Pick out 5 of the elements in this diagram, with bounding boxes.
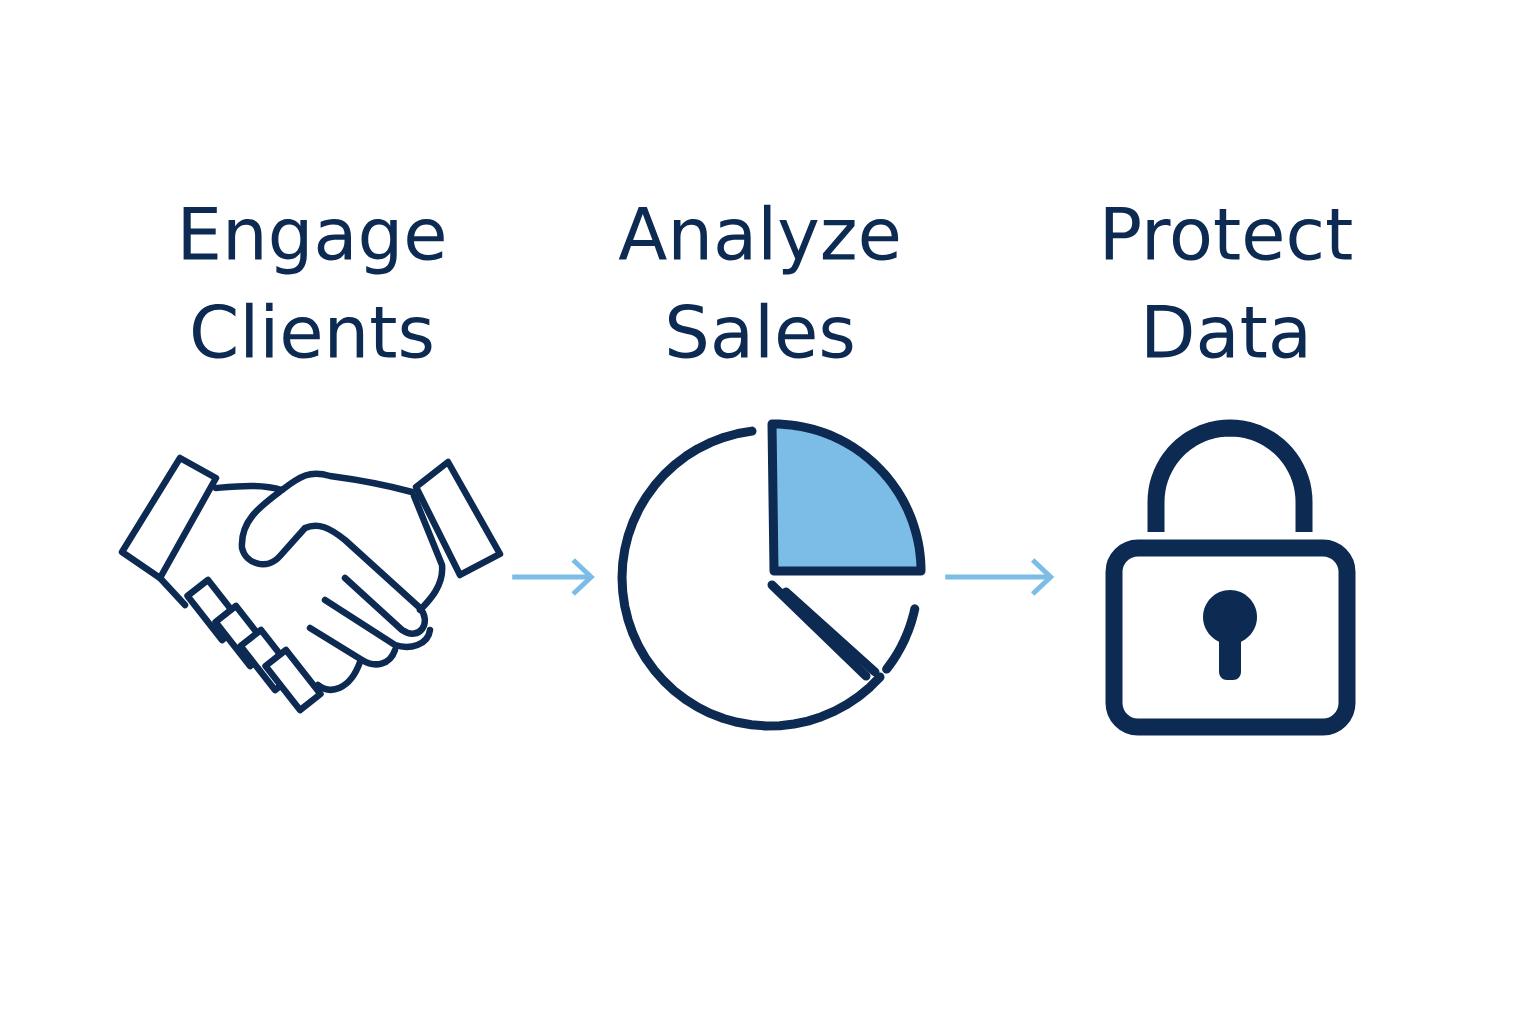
arrow xyxy=(512,558,595,596)
heading: Analyze Sales xyxy=(618,204,899,359)
heading: Protect Data xyxy=(1105,206,1352,359)
heading: Engage Clients xyxy=(183,206,444,359)
arrow xyxy=(945,558,1055,596)
